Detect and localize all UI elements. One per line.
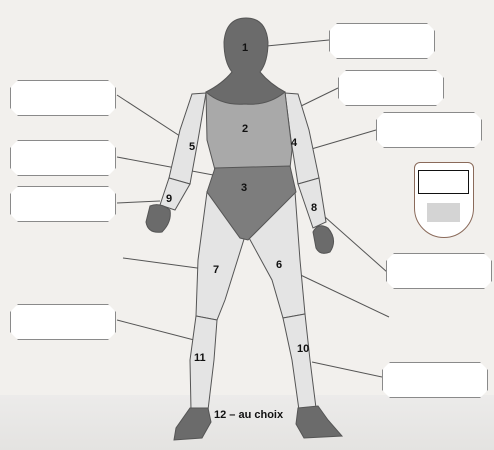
label-1: 1 [242,42,248,54]
right-foot [296,406,342,438]
label-7: 7 [213,264,219,276]
label-10: 10 [297,343,309,355]
right-shin [283,314,316,410]
shield-top-rectangle [418,170,469,194]
answer-box-11[interactable] [10,304,116,340]
shield-grey-rectangle [427,203,460,222]
answer-box-8[interactable] [386,253,492,289]
answer-box-3[interactable] [10,140,116,176]
label-9: 9 [166,193,172,205]
answer-box-1[interactable] [329,23,435,59]
label-12-au-choix: 12 – au choix [214,409,283,421]
answer-box-2[interactable] [338,70,444,106]
label-8: 8 [311,202,317,214]
label-4: 4 [291,137,297,149]
label-3: 3 [241,182,247,194]
right-hand [313,226,334,254]
shield-icon [414,162,474,238]
label-11: 11 [194,352,206,364]
answer-box-10[interactable] [382,362,488,398]
answer-box-4[interactable] [376,112,482,148]
label-5: 5 [189,141,195,153]
left-upper-arm [169,93,206,184]
left-hand [146,205,170,233]
answer-box-9[interactable] [10,186,116,222]
head [206,18,285,104]
label-2: 2 [242,123,248,135]
left-forearm [160,178,190,210]
left-foot [174,408,211,440]
answer-box-5[interactable] [10,80,116,116]
label-6: 6 [276,259,282,271]
